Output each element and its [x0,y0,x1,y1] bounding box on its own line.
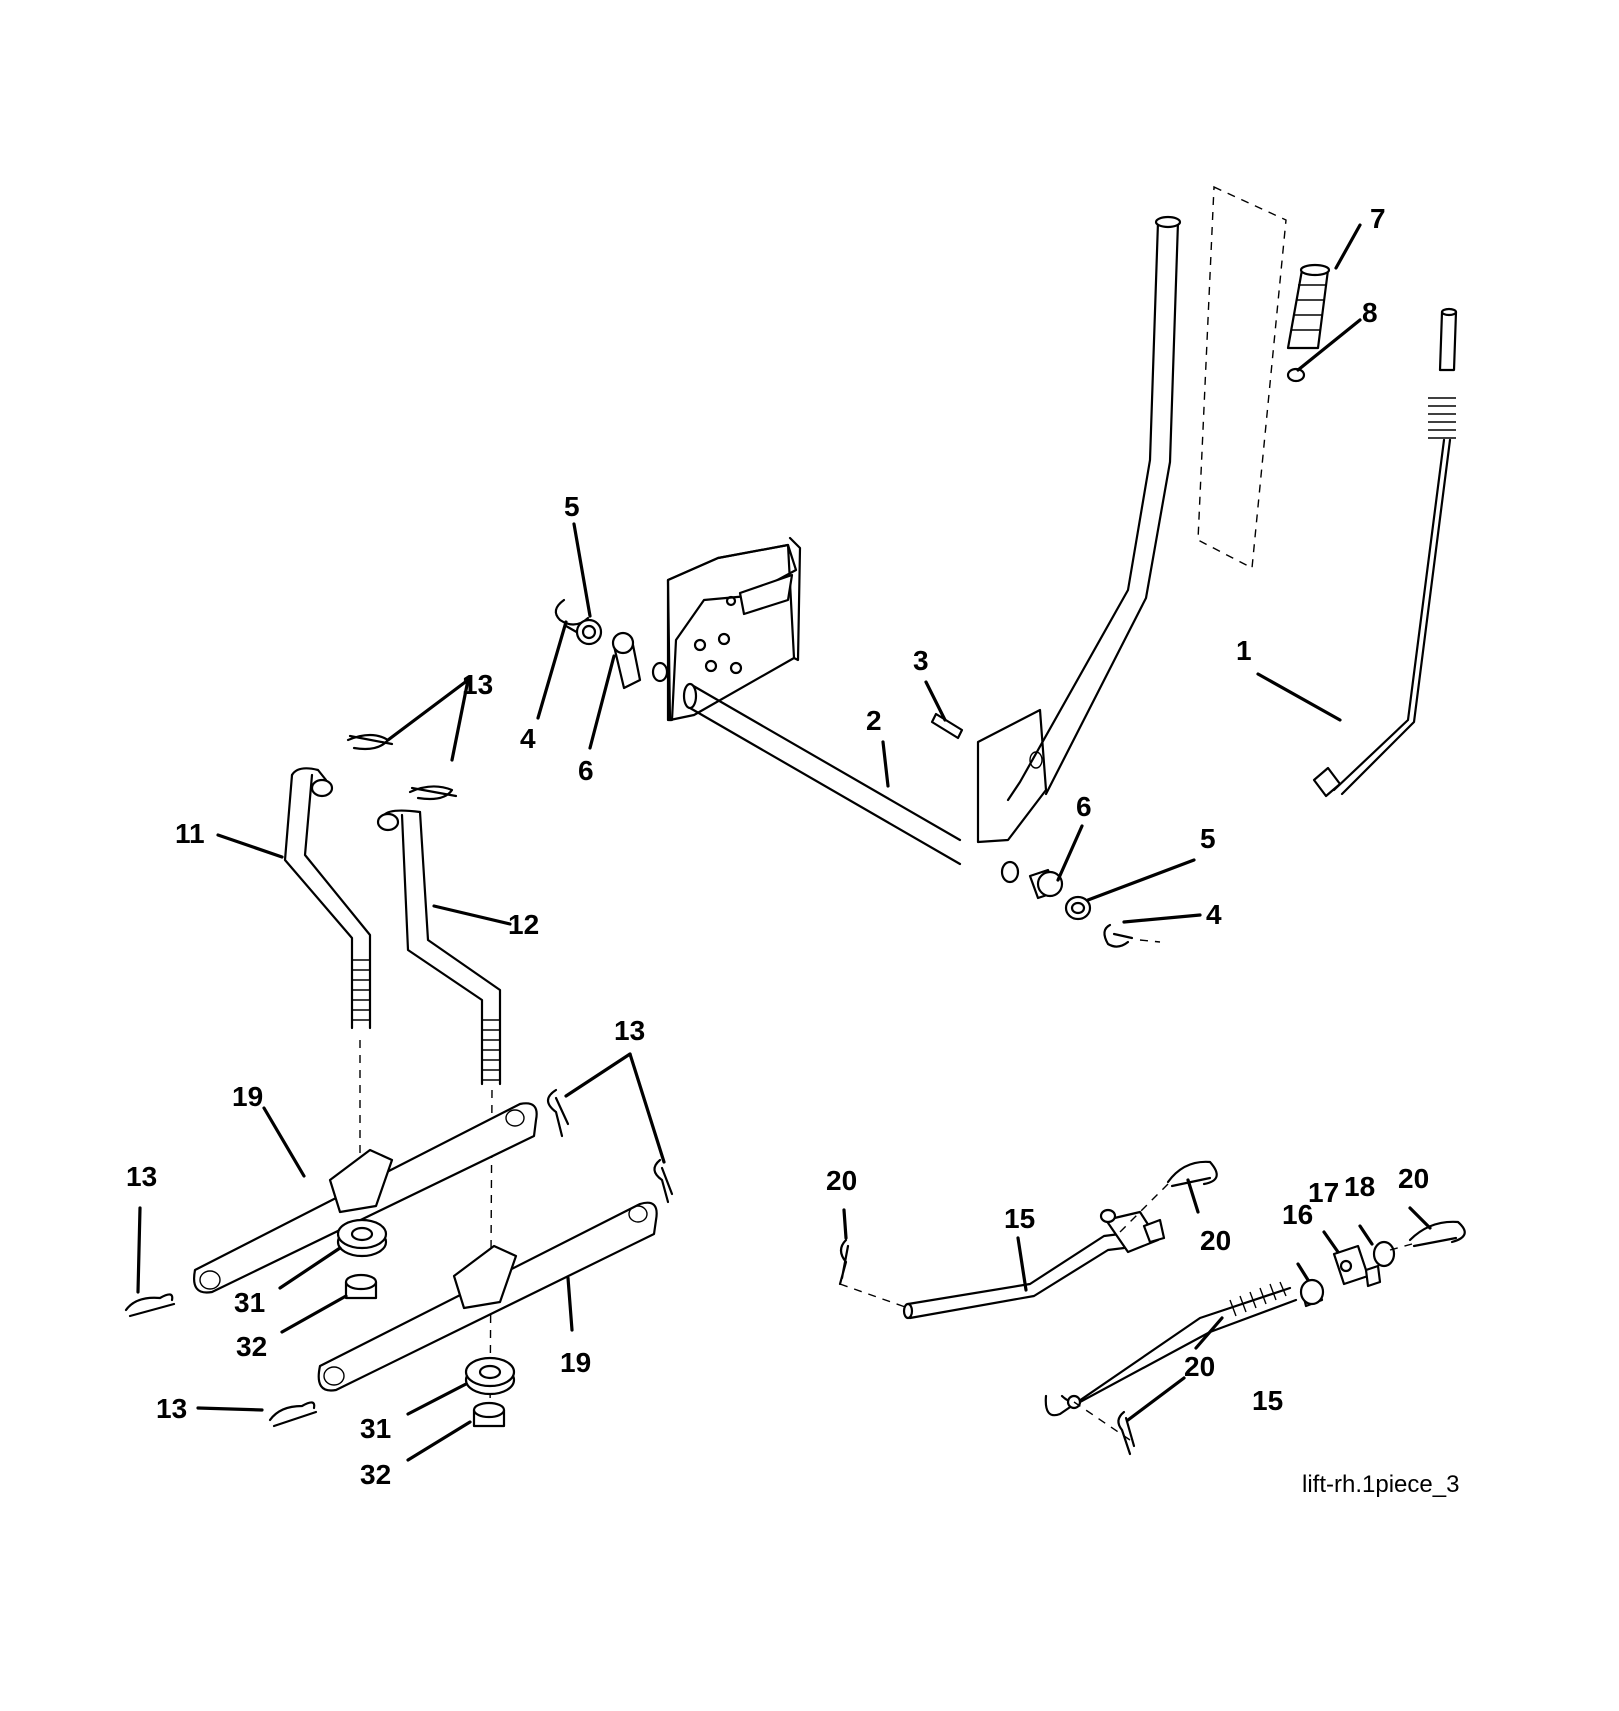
leader-lines [136,223,1432,1462]
callout-7: 7 [1370,203,1386,234]
callout-13: 13 [462,669,493,700]
callout-15: 15 [1252,1385,1283,1416]
callout-6: 6 [1076,791,1092,822]
lift-cable [1312,307,1458,798]
callouts: 1 2 3 4 4 5 5 6 6 7 8 11 12 13 13 13 13 … [126,203,1429,1490]
callout-20: 20 [1200,1225,1231,1256]
handle-grip [1286,263,1331,350]
callout-11: 11 [175,818,205,849]
callout-15: 15 [1004,1203,1035,1234]
callout-17: 17 [1308,1177,1339,1208]
callout-32: 32 [236,1331,267,1362]
lift-shaft [682,682,962,866]
spacer-nut-lower [464,1356,516,1428]
callout-19: 19 [560,1347,591,1378]
callout-31: 31 [234,1287,265,1318]
hairpins-13 [124,733,674,1428]
left-hardware [554,598,669,690]
callout-16: 16 [1282,1199,1313,1230]
callout-4: 4 [1206,899,1222,930]
callout-32: 32 [360,1459,391,1490]
roll-pin [930,712,964,740]
callout-18: 18 [1344,1171,1375,1202]
callout-13: 13 [126,1161,157,1192]
lift-handle [976,215,1182,844]
hairpins-20 [838,1160,1466,1456]
callout-3: 3 [913,645,929,676]
grip-screw [1286,367,1306,383]
callout-13: 13 [156,1393,187,1424]
callout-2: 2 [866,705,882,736]
callout-4: 4 [520,723,536,754]
lift-link-11 [283,767,372,1030]
lift-arm-upper [193,1102,538,1294]
callout-31: 31 [360,1413,391,1444]
adjust-rod-lower [1044,1281,1298,1417]
callout-12: 12 [508,909,539,940]
trunnion-hardware [1299,1240,1396,1308]
lift-link-12 [376,809,502,1086]
callout-8: 8 [1362,297,1378,328]
lift-arm-lower [317,1201,658,1392]
spacer-nut-upper [336,1218,388,1300]
callout-6: 6 [578,755,594,786]
callout-20: 20 [1398,1163,1429,1194]
mount-bracket [666,536,802,722]
callout-5: 5 [1200,823,1216,854]
callout-13: 13 [614,1015,645,1046]
callout-19: 19 [232,1081,263,1112]
callout-1: 1 [1236,635,1252,666]
callout-20: 20 [1184,1351,1215,1382]
callout-20: 20 [826,1165,857,1196]
drawing-caption: lift-rh.1piece_3 [1302,1471,1459,1498]
right-hardware [1000,860,1161,948]
grip-envelope [1197,185,1287,570]
adjust-rod-upper [902,1208,1166,1320]
callout-5: 5 [564,491,580,522]
